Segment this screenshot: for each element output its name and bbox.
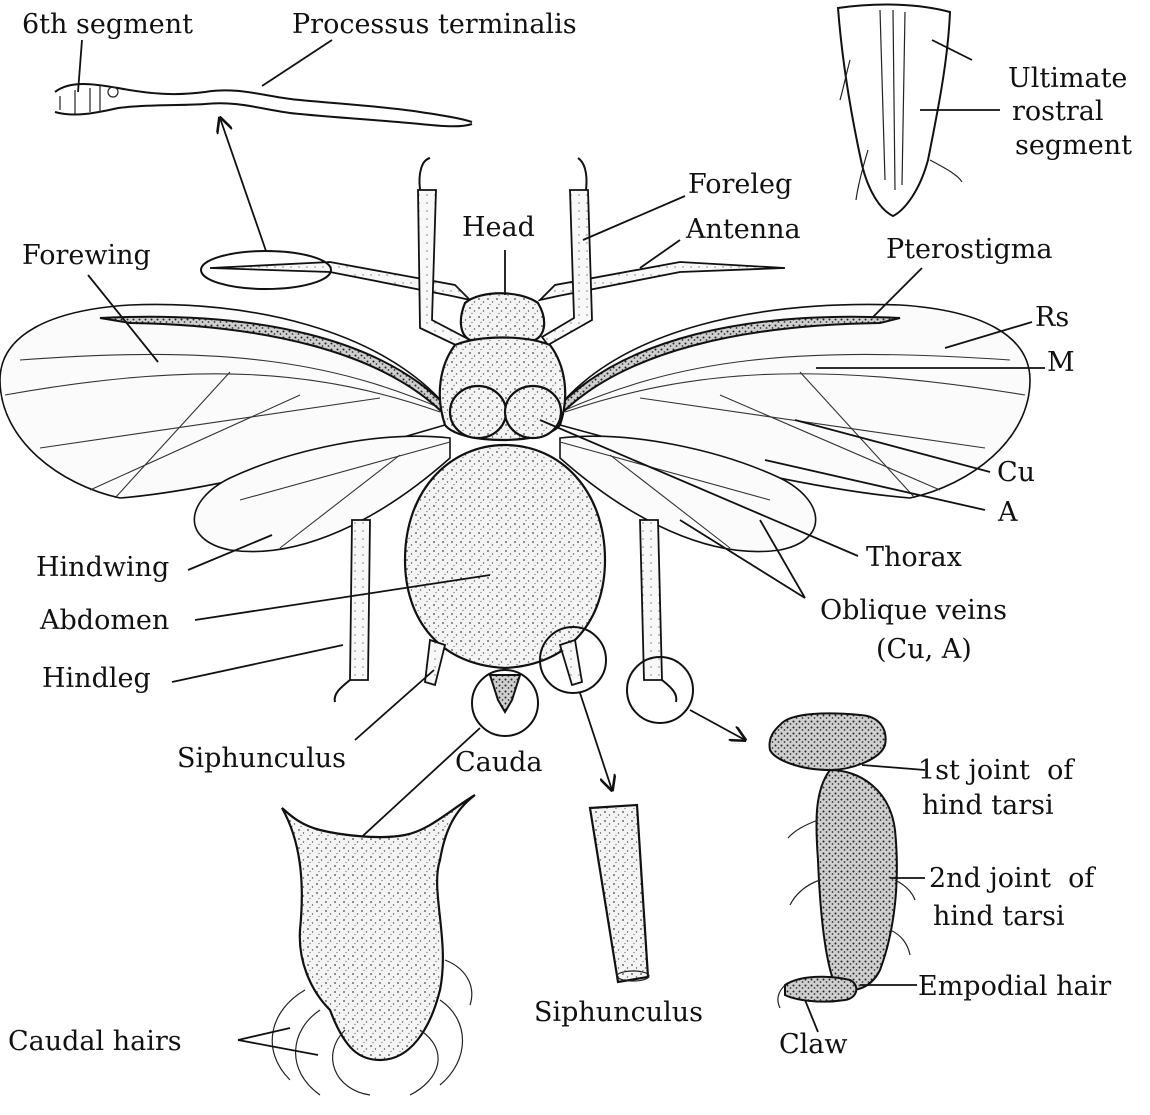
label-1st-joint-line1: 1st joint of — [918, 755, 1075, 786]
label-m: M — [1047, 347, 1075, 378]
label-hindleg: Hindleg — [42, 663, 151, 694]
label-2nd-joint-line1: 2nd joint of — [929, 863, 1096, 894]
label-empodial-hair: Empodial hair — [918, 971, 1111, 1002]
rostral-segment-drawing — [836, 3, 963, 218]
label-ultimate-rostral-line1: Ultimate — [1008, 63, 1127, 94]
label-siphunculus-detail: Siphunculus — [534, 997, 703, 1028]
label-rs: Rs — [1035, 302, 1069, 333]
siphunculus-detail-drawing — [588, 803, 650, 984]
cauda-highlight-circle — [471, 669, 539, 737]
label-antenna: Antenna — [685, 214, 801, 245]
label-siphunculus-main: Siphunculus — [177, 743, 346, 774]
label-cu: Cu — [997, 457, 1035, 488]
antenna-arrow — [220, 118, 267, 252]
label-1st-joint-line2: hind tarsi — [922, 790, 1054, 821]
tarsus-arrow — [689, 709, 745, 740]
label-processus-terminalis: Processus terminalis — [292, 9, 577, 40]
label-cauda: Cauda — [455, 747, 543, 778]
left-hindleg — [333, 519, 371, 703]
label-foreleg: Foreleg — [688, 169, 792, 200]
label-a: A — [997, 497, 1018, 528]
leader-lines — [77, 39, 1045, 1056]
label-ultimate-rostral-line3: segment — [1015, 130, 1132, 161]
label-caudal-hairs: Caudal hairs — [8, 1026, 182, 1057]
siphunculus-arrow — [579, 692, 612, 790]
label-hindwing: Hindwing — [36, 552, 169, 583]
label-claw: Claw — [779, 1029, 848, 1060]
siphunculus-highlight-circle — [539, 626, 607, 694]
label-abdomen: Abdomen — [39, 605, 169, 636]
hind-tarsus-detail-drawing — [768, 712, 916, 1009]
label-head: Head — [462, 212, 535, 243]
cauda-detail-drawing — [271, 794, 476, 1096]
right-hindleg — [639, 519, 678, 703]
label-oblique-veins-line2: (Cu, A) — [876, 634, 972, 665]
label-forewing: Forewing — [22, 240, 151, 271]
label-6th-segment: 6th segment — [22, 9, 193, 40]
label-ultimate-rostral-line2: rostral — [1012, 96, 1104, 127]
left-antenna — [209, 261, 473, 302]
antenna-detail-drawing — [54, 83, 473, 128]
label-2nd-joint-line2: hind tarsi — [933, 901, 1065, 932]
label-oblique-veins-line1: Oblique veins — [820, 595, 1007, 626]
aphid-body — [403, 292, 607, 714]
right-foreleg — [540, 157, 593, 347]
label-thorax: Thorax — [866, 542, 962, 573]
label-pterostigma: Pterostigma — [886, 234, 1052, 265]
tarsus-highlight-circle — [626, 656, 694, 724]
